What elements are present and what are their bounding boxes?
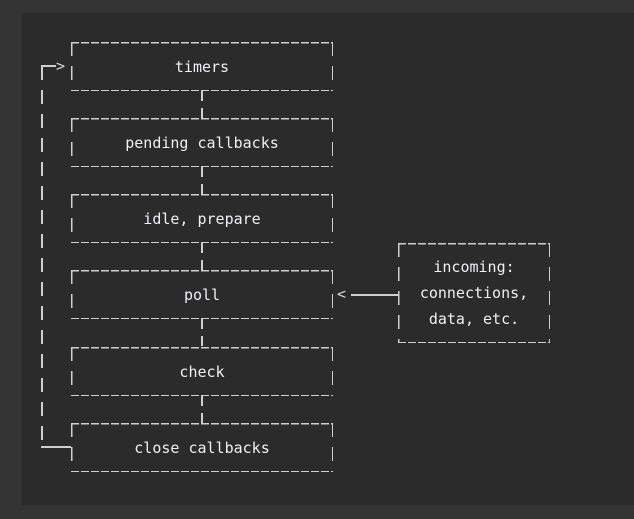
flow-box-timers: timers bbox=[71, 42, 333, 91]
connector-timers-pending bbox=[201, 91, 203, 118]
connector-pending-idle bbox=[201, 167, 203, 194]
incoming-arrow-icon: < bbox=[337, 285, 347, 303]
incoming-box-line: incoming: bbox=[433, 258, 515, 276]
flow-box-label: check bbox=[179, 362, 225, 381]
incoming-box: incoming: connections, data, etc. bbox=[398, 243, 550, 343]
loop-line-top bbox=[41, 65, 56, 67]
flow-box-pending-callbacks: pending callbacks bbox=[71, 118, 333, 167]
loop-line-bottom bbox=[41, 446, 71, 448]
code-panel: timers pending callbacks idle, prepare p… bbox=[22, 13, 634, 505]
flow-box-label: close callbacks bbox=[134, 438, 270, 457]
flow-box-close-callbacks: close callbacks bbox=[71, 423, 333, 472]
flow-box-idle-prepare: idle, prepare bbox=[71, 194, 333, 243]
incoming-box-line: connections, bbox=[419, 284, 529, 302]
flow-box-label: pending callbacks bbox=[125, 133, 279, 152]
flow-box-check: check bbox=[71, 347, 333, 396]
connector-check-close bbox=[201, 396, 203, 423]
loop-line-vertical bbox=[41, 66, 43, 447]
flow-box-poll: poll bbox=[71, 270, 333, 319]
incoming-box-line: data, etc. bbox=[428, 310, 520, 328]
incoming-arrow-line bbox=[351, 294, 398, 296]
connector-idle-poll bbox=[201, 243, 203, 270]
flow-box-label: poll bbox=[183, 285, 221, 304]
connector-poll-check bbox=[201, 319, 203, 346]
loop-arrow-icon: > bbox=[56, 57, 66, 75]
flow-box-label: idle, prepare bbox=[143, 209, 261, 228]
flow-box-label: timers bbox=[174, 57, 230, 76]
